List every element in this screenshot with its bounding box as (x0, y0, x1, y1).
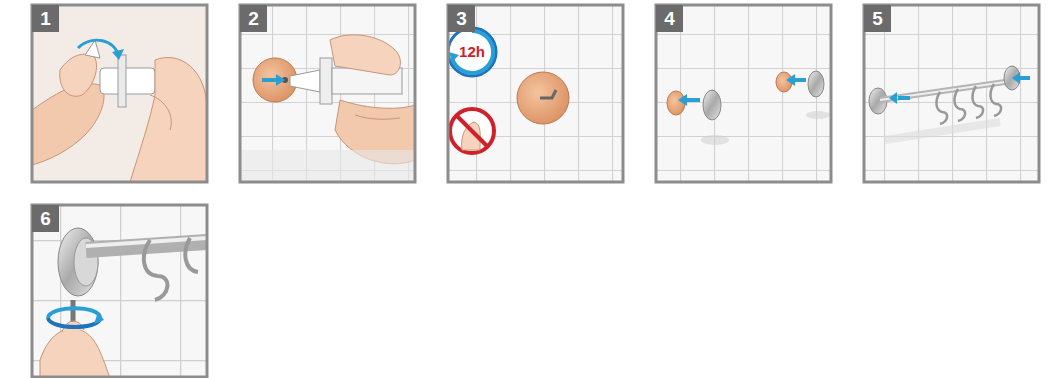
step-badges-part (448, 5, 475, 32)
step-badges-part (32, 5, 59, 32)
step-4-illustration-part (701, 135, 729, 145)
step-1-illustration-part (32, 5, 207, 182)
step-badges-part (240, 5, 267, 32)
no-touch-sign (450, 109, 494, 153)
step-5-illustration-part (1012, 72, 1020, 84)
panel-frames-part (240, 5, 415, 182)
step-2-illustration-part (330, 35, 400, 75)
step-1-illustration-part (32, 84, 104, 165)
step-4-illustration-part (806, 111, 830, 119)
step-1-illustration (32, 5, 207, 182)
step-2-illustration-part (240, 150, 415, 182)
step-4-illustration-part (678, 94, 687, 106)
step-1-illustration-part (100, 68, 155, 94)
step-2-illustration-part (355, 115, 400, 119)
step-5-illustration-part (990, 84, 1001, 116)
step-number: 3 (449, 6, 474, 31)
step-1-illustration-part (118, 55, 126, 107)
step-2-illustration-part (240, 5, 415, 182)
step-4-illustration-part (808, 71, 824, 97)
clock-icon (448, 28, 496, 76)
step-number: 5 (865, 6, 890, 31)
step-number: 4 (657, 6, 682, 31)
step-badges-part (32, 205, 59, 232)
step-5-illustration-part (864, 5, 1039, 182)
step-number: 2 (241, 6, 266, 31)
step-badges-part (864, 5, 891, 32)
step-5-illustration-part (972, 86, 983, 118)
panel-frames-part (448, 5, 623, 182)
step-4-illustration-part (786, 74, 795, 86)
step-6-illustration-part (32, 205, 207, 378)
step-6-illustration (32, 205, 207, 378)
step-3-illustration-part (457, 116, 487, 146)
step-3-illustration-part (517, 72, 569, 124)
step-6-illustration-part (58, 228, 98, 296)
step-number: 6 (33, 206, 58, 231)
step-1-illustration-part (112, 49, 124, 60)
panel-frames-part (32, 5, 207, 182)
step-6-illustration-part (48, 318, 100, 327)
step-5-illustration-part (880, 82, 1005, 100)
step-2-illustration-part (290, 70, 320, 92)
step-4-illustration (656, 5, 831, 182)
step-3-illustration (448, 5, 623, 182)
step-1-illustration-part (130, 57, 207, 182)
step-2-illustration-part (320, 58, 332, 104)
step-4-illustration-part (656, 5, 831, 182)
step-2-illustration (240, 5, 415, 182)
step-3-illustration-part (449, 52, 459, 62)
step-2-illustration-part (276, 74, 285, 86)
step-6-illustration-part (144, 240, 168, 300)
step-5-illustration-part (889, 92, 897, 104)
step-5-illustration-part (880, 82, 1005, 100)
step-3-illustration-part (540, 90, 556, 98)
step-3-illustration-part (452, 31, 493, 73)
step-number: 1 (33, 6, 58, 31)
step-3-illustration-part (448, 5, 623, 182)
panel-frames-part (864, 5, 1039, 182)
step-4-illustration-part (667, 91, 685, 115)
step-1-illustration-part (78, 40, 118, 56)
step-6-illustration-part (48, 308, 100, 318)
panel-frames-part (32, 205, 207, 377)
step-2-illustration-part (262, 78, 278, 82)
step-5-illustration-part (898, 96, 910, 100)
wait-time: 12h (452, 43, 492, 61)
step-badges (32, 5, 891, 232)
panel-frames (32, 5, 1039, 377)
step-badges-part (656, 5, 683, 32)
step-6-illustration-part (94, 312, 104, 324)
step-5-illustration (864, 5, 1039, 182)
panel-frames-part (656, 5, 831, 182)
step-6-illustration-part (185, 238, 198, 272)
step-1-illustration-part (150, 95, 171, 130)
step-5-illustration-part (936, 92, 947, 124)
step-1-illustration-part (60, 54, 97, 96)
step-4-illustration-part (703, 90, 721, 120)
step-5-illustration-part (954, 89, 965, 121)
step-5-illustration-part (885, 122, 1000, 140)
step-5-illustration-part (1004, 66, 1020, 90)
step-6-illustration-part (40, 328, 110, 378)
